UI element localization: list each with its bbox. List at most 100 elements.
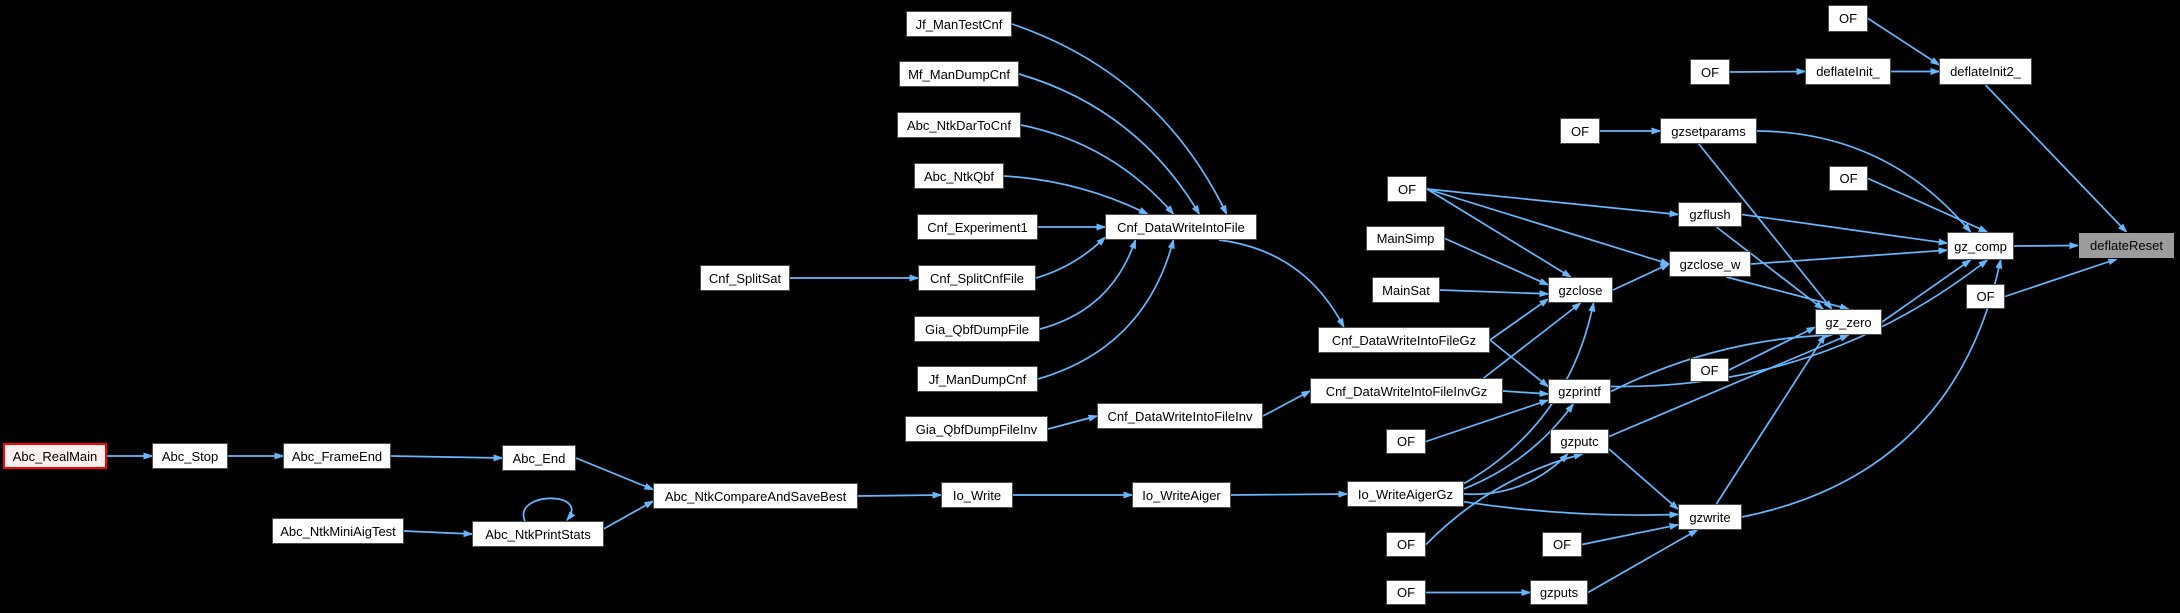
function-node-deflateinit[interactable]: deflateInit_ bbox=[1805, 58, 1891, 85]
function-node-gzwrite[interactable]: gzwrite bbox=[1678, 504, 1742, 530]
node-label: deflateInit2_ bbox=[1950, 64, 2021, 79]
function-node-gzputs[interactable]: gzputs bbox=[1530, 580, 1588, 605]
function-node-giaqbfdump[interactable]: Gia_QbfDumpFile bbox=[914, 316, 1040, 342]
function-node-gzflush[interactable]: gzflush bbox=[1678, 202, 1742, 227]
macro-node-of_c[interactable]: OF bbox=[1560, 118, 1600, 144]
function-node-gzprintf[interactable]: gzprintf bbox=[1548, 379, 1611, 404]
function-node-printstats[interactable]: Abc_NtkPrintStats bbox=[472, 521, 604, 547]
node-label: gzflush bbox=[1689, 207, 1731, 222]
node-label: OF bbox=[1976, 289, 1995, 304]
call-edge-end-to-compsave bbox=[575, 457, 655, 491]
node-label: OF bbox=[1397, 181, 1417, 197]
function-node-dwif[interactable]: Cnf_DataWriteIntoFile bbox=[1105, 214, 1257, 240]
function-node-deflateinit2[interactable]: deflateInit2_ bbox=[1939, 58, 2032, 85]
node-label: gz_comp bbox=[1954, 238, 2007, 254]
node-label: gzclose_w bbox=[1679, 256, 1741, 272]
function-node-mainsimp[interactable]: MainSimp bbox=[1366, 226, 1445, 251]
function-node-miniaig[interactable]: Abc_NtkMiniAigTest bbox=[272, 518, 404, 544]
call-edge-compsave-to-iowrite bbox=[857, 491, 943, 499]
function-node-gzsetparams[interactable]: gzsetparams bbox=[1660, 118, 1757, 144]
call-edge-dwifgz-to-gzclose bbox=[1489, 298, 1550, 341]
call-edge-iowriteaiger-to-iowriteaigergz bbox=[1230, 490, 1349, 498]
macro-node-of_f[interactable]: OF bbox=[1966, 284, 2005, 309]
call-edge-of_h-to-gzprintf bbox=[1425, 399, 1550, 443]
call-edge-gzputc-to-gz_zero bbox=[1608, 334, 1850, 438]
node-label: Cnf_DataWriteIntoFileGz bbox=[1331, 332, 1477, 348]
call-edge-iowriteaigergz-to-gzwrite bbox=[1463, 500, 1680, 519]
function-node-splitcnffile[interactable]: Cnf_SplitCnfFile bbox=[918, 265, 1036, 291]
macro-node-of_e[interactable]: OF bbox=[1829, 166, 1868, 191]
function-node-gzputc[interactable]: gzputc bbox=[1550, 429, 1609, 454]
macro-node-of_a[interactable]: OF bbox=[1828, 5, 1868, 32]
function-node-jftest[interactable]: Jf_ManTestCnf bbox=[906, 11, 1012, 37]
function-node-dwifinvgz[interactable]: Cnf_DataWriteIntoFileInvGz bbox=[1310, 378, 1503, 404]
call-edge-gzflush-to-gz_comp bbox=[1741, 213, 1949, 246]
call-edge-of_k-to-gzputc bbox=[1425, 452, 1584, 546]
function-node-iowriteaigergz[interactable]: Io_WriteAigerGz bbox=[1347, 481, 1464, 507]
macro-node-of_d[interactable]: OF bbox=[1387, 176, 1427, 202]
call-edge-of_d-to-gzflush bbox=[1426, 188, 1680, 218]
call-edge-of_e-to-gz_comp bbox=[1867, 177, 1989, 233]
call-edge-dwifgz-to-gzprintf bbox=[1489, 339, 1550, 388]
call-edge-dwifinvgz-to-gzprintf bbox=[1502, 389, 1550, 397]
function-node-experiment1[interactable]: Cnf_Experiment1 bbox=[917, 214, 1038, 240]
call-edge-frameend-to-end bbox=[390, 454, 504, 462]
function-node-ntkqbf[interactable]: Abc_NtkQbf bbox=[914, 163, 1004, 189]
node-label: gzclose bbox=[1558, 282, 1603, 298]
call-edge-mainsimp-to-gzclose bbox=[1444, 237, 1550, 286]
node-label: gzwrite bbox=[1689, 509, 1731, 525]
node-label: Jf_ManDumpCnf bbox=[928, 371, 1027, 387]
macro-node-of_k[interactable]: OF bbox=[1386, 532, 1426, 557]
node-label: OF bbox=[1396, 585, 1416, 600]
macro-node-of_j[interactable]: OF bbox=[1386, 580, 1426, 605]
call-edge-giaqbfdumpinv-to-dwifinv bbox=[1047, 414, 1099, 430]
function-node-giaqbfdumpinv[interactable]: Gia_QbfDumpFileInv bbox=[905, 416, 1048, 442]
function-node-splitsat[interactable]: Cnf_SplitSat bbox=[700, 265, 790, 291]
function-node-gz_zero[interactable]: gz_zero bbox=[1815, 309, 1882, 335]
call-edge-dwif-to-dwifgz bbox=[1218, 239, 1345, 329]
macro-node-of_g[interactable]: OF bbox=[1690, 358, 1729, 382]
function-node-compsave[interactable]: Abc_NtkCompareAndSaveBest bbox=[653, 483, 858, 509]
call-edge-gzsetparams-to-gz_comp bbox=[1756, 130, 1972, 234]
node-label: OF bbox=[1839, 171, 1858, 186]
function-node-stop[interactable]: Abc_Stop bbox=[152, 443, 228, 469]
call-edge-gzclose_w-to-gz_zero bbox=[1726, 276, 1850, 311]
function-node-gzclose_w[interactable]: gzclose_w bbox=[1669, 251, 1751, 277]
node-label: Abc_NtkMiniAigTest bbox=[280, 523, 396, 539]
function-node-mainsat[interactable]: MainSat bbox=[1372, 277, 1440, 303]
macro-node-of_h[interactable]: OF bbox=[1386, 429, 1426, 454]
node-label: OF bbox=[1552, 537, 1572, 552]
function-node-iowriteaiger[interactable]: Io_WriteAiger bbox=[1132, 482, 1231, 508]
node-label: Io_WriteAigerGz bbox=[1357, 486, 1454, 502]
node-label: gzprintf bbox=[1558, 384, 1601, 399]
function-node-dwifgz[interactable]: Cnf_DataWriteIntoFileGz bbox=[1318, 327, 1490, 353]
function-node-gzclose[interactable]: gzclose bbox=[1548, 277, 1613, 303]
node-label: Gia_QbfDumpFile bbox=[924, 321, 1030, 337]
call-edge-gzprintf-to-gz_comp bbox=[1610, 259, 1989, 388]
call-edge-splitcnffile-to-dwif bbox=[1035, 236, 1107, 279]
node-label: Jf_ManTestCnf bbox=[915, 16, 1003, 32]
function-node-jfmandump[interactable]: Jf_ManDumpCnf bbox=[917, 366, 1038, 392]
call-edge-gzputs-to-gzwrite bbox=[1587, 529, 1699, 594]
call-edge-deflateinit2-to-deflatereset bbox=[1984, 84, 2128, 234]
call-edge-dwifinvgz-to-gzclose bbox=[1483, 302, 1582, 379]
function-node-gz_comp[interactable]: gz_comp bbox=[1947, 232, 2014, 260]
function-node-dartocnf[interactable]: Abc_NtkDarToCnf bbox=[897, 112, 1021, 138]
function-node-mfdump[interactable]: Mf_ManDumpCnf bbox=[899, 61, 1019, 87]
node-label: MainSat bbox=[1382, 282, 1430, 298]
function-node-iowrite[interactable]: Io_Write bbox=[941, 482, 1013, 508]
call-edge-gzsetparams-to-gz_zero bbox=[1698, 143, 1833, 311]
node-label: deflateInit_ bbox=[1816, 64, 1880, 79]
function-node-realmain[interactable]: Abc_RealMain bbox=[3, 443, 107, 469]
call-edge-iowriteaigergz-to-gzclose bbox=[1463, 301, 1596, 485]
call-edge-gzprintf-to-gz_zero bbox=[1610, 331, 1834, 393]
function-node-end[interactable]: Abc_End bbox=[502, 445, 576, 471]
macro-node-of_b[interactable]: OF bbox=[1690, 59, 1730, 85]
call-edge-of_d-to-gzclose_w bbox=[1426, 188, 1671, 265]
function-node-deflatereset: deflateReset bbox=[2078, 232, 2175, 259]
macro-node-of_i[interactable]: OF bbox=[1542, 532, 1582, 557]
function-node-frameend[interactable]: Abc_FrameEnd bbox=[283, 443, 391, 469]
function-node-dwifinv[interactable]: Cnf_DataWriteIntoFileInv bbox=[1097, 403, 1263, 429]
